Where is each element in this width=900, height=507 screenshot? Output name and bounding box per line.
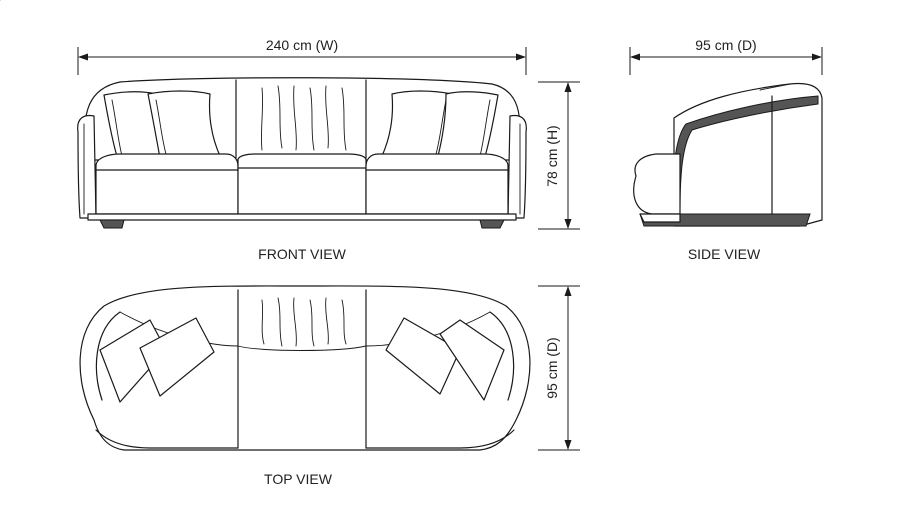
side-view-label: SIDE VIEW — [688, 246, 761, 262]
depth-dimension-line-side — [629, 47, 823, 75]
width-label: 240 cm (W) — [266, 37, 338, 53]
front-pleats — [260, 85, 347, 151]
top-view-label: TOP VIEW — [264, 471, 333, 487]
depth-label-top: 95 cm (D) — [544, 337, 560, 398]
top-pleats — [261, 297, 347, 347]
side-view-drawing: 95 cm (D) — [0, 0, 823, 227]
front-view-label: FRONT VIEW — [258, 246, 346, 262]
depth-dimension-line-top — [538, 285, 580, 451]
front-view-drawing: 240 cm (W) — [77, 37, 527, 229]
height-label: 78 cm (H) — [544, 125, 560, 186]
top-view-drawing — [79, 285, 531, 451]
width-dimension-line — [77, 47, 527, 75]
height-dimension-line — [538, 81, 580, 230]
depth-label-side: 95 cm (D) — [695, 37, 756, 53]
